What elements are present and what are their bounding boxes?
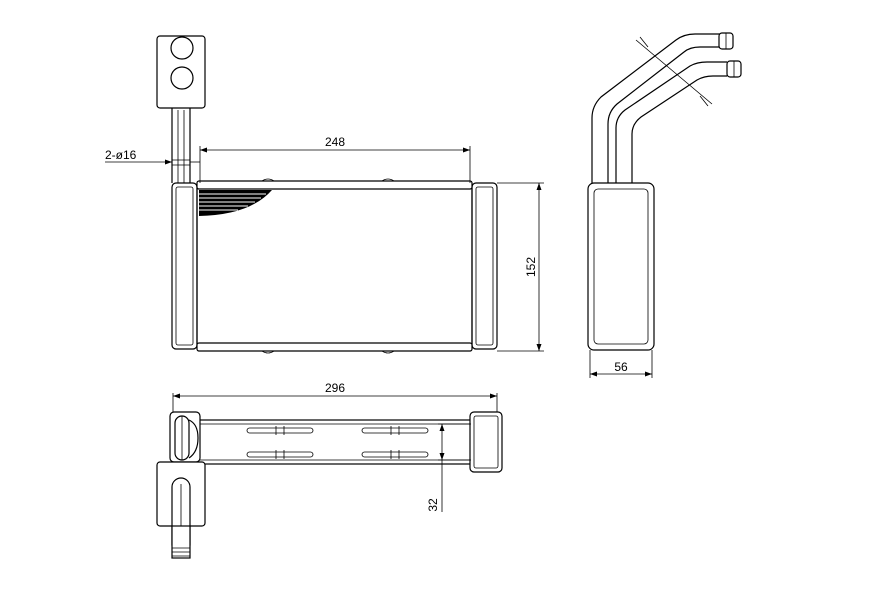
pipe-end-upper bbox=[170, 36, 194, 60]
fin-hatching bbox=[199, 190, 272, 216]
side-body bbox=[587, 182, 655, 351]
side-view: 56 bbox=[587, 32, 742, 378]
dimension-32: 32 bbox=[426, 498, 440, 512]
pipe-spec-label: 2-ø16 bbox=[105, 148, 137, 162]
dimension-56: 56 bbox=[614, 360, 628, 374]
dimension-152: 152 bbox=[524, 257, 538, 277]
pipe-end-lower bbox=[170, 66, 194, 90]
core-body bbox=[196, 187, 473, 345]
dimension-248: 248 bbox=[325, 135, 345, 149]
top-view: 296 bbox=[156, 381, 503, 559]
dimension-296: 296 bbox=[325, 381, 345, 395]
front-view: 248 2-ø16 152 bbox=[105, 35, 544, 354]
